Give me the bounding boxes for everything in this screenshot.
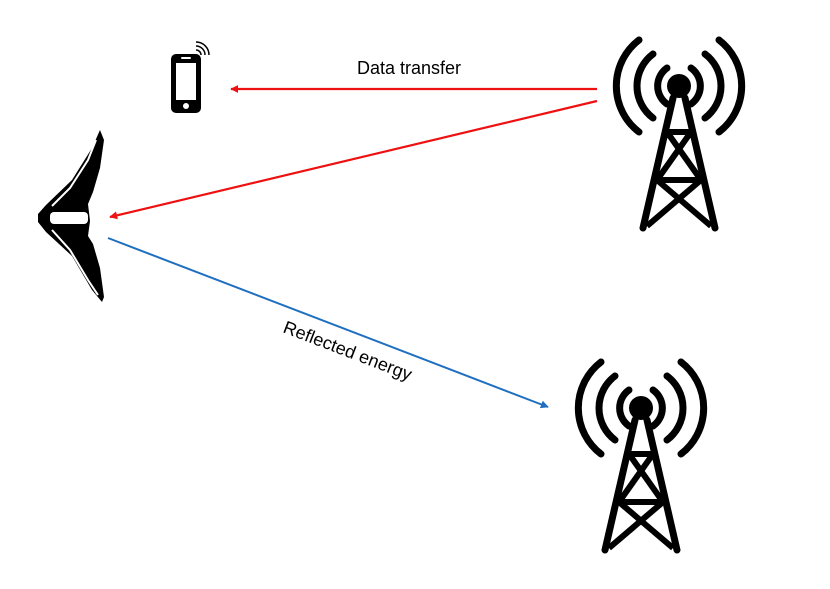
reflected-energy-arrow: [107, 237, 549, 409]
data-transfer-label: Data transfer: [357, 58, 461, 78]
radio-tower-icon: [616, 40, 741, 228]
radio-tower-icon-bottom: [578, 362, 703, 550]
stealth-aircraft-icon: [38, 130, 104, 302]
data-transfer-arrow-to-aircraft: [109, 99, 598, 220]
reflected-energy-label: Reflected energy: [281, 317, 415, 384]
smartphone-icon: [171, 41, 210, 113]
